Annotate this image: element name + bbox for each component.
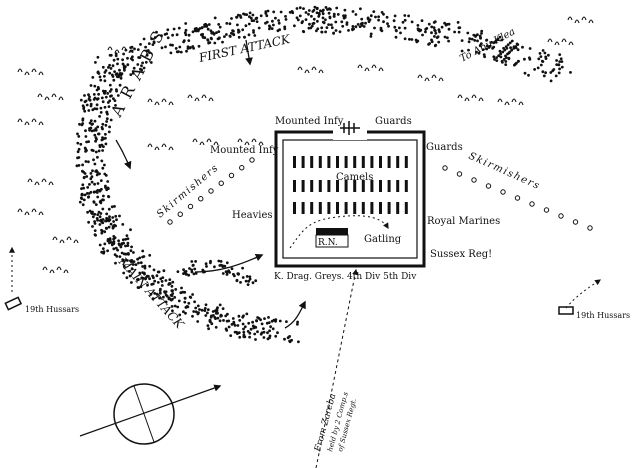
label-rn: R.N. xyxy=(318,238,338,248)
label-sussex-regt: Sussex Reg! xyxy=(430,249,492,260)
compass xyxy=(79,383,222,445)
label-skirmishers-right: Skirmishers xyxy=(467,151,542,193)
label-hussars-right: 19th Hussars xyxy=(576,311,630,320)
label-mounted-infy-top: Mounted Infy xyxy=(275,116,344,127)
label-skirmishers-left: Skirmishers xyxy=(155,162,221,220)
hussars-right-arrow xyxy=(565,279,601,309)
label-camels: Camels xyxy=(336,172,373,183)
label-heavies: Heavies xyxy=(232,210,273,221)
arab-groups xyxy=(17,16,594,274)
camel-rows xyxy=(293,156,408,214)
label-gatling: Gatling xyxy=(364,234,402,245)
hussars-left-marker xyxy=(4,296,23,311)
skirmishers-left-marks xyxy=(167,157,255,225)
arab-mass xyxy=(75,5,572,344)
british-square xyxy=(274,121,426,268)
arrow-1 xyxy=(115,139,132,170)
label-bottom-face: K. Drag. Greys. 4th Div 5th Div xyxy=(274,272,417,282)
zareba-route xyxy=(315,268,359,468)
hussars-right-marker xyxy=(558,306,574,315)
skirmishers-right-marks xyxy=(442,165,593,231)
arrow-2 xyxy=(194,254,264,273)
gatling-path xyxy=(289,215,389,249)
label-guards-right: Guards xyxy=(426,142,463,153)
arrow-3 xyxy=(284,300,306,329)
label-royal-marines: Royal Marines xyxy=(427,216,500,227)
label-guards-top: Guards xyxy=(375,116,412,127)
first-attack-arrow xyxy=(245,39,253,66)
label-hussars-left: 19th Hussars xyxy=(25,305,79,314)
label-main-attack: MAIN ATTACK xyxy=(115,254,187,332)
label-arabs: ARABS xyxy=(106,20,172,121)
top-gun-mark xyxy=(340,121,360,135)
label-mounted-infy-left: Mounted Infy xyxy=(210,145,279,156)
rn-gatling-box xyxy=(316,228,348,235)
